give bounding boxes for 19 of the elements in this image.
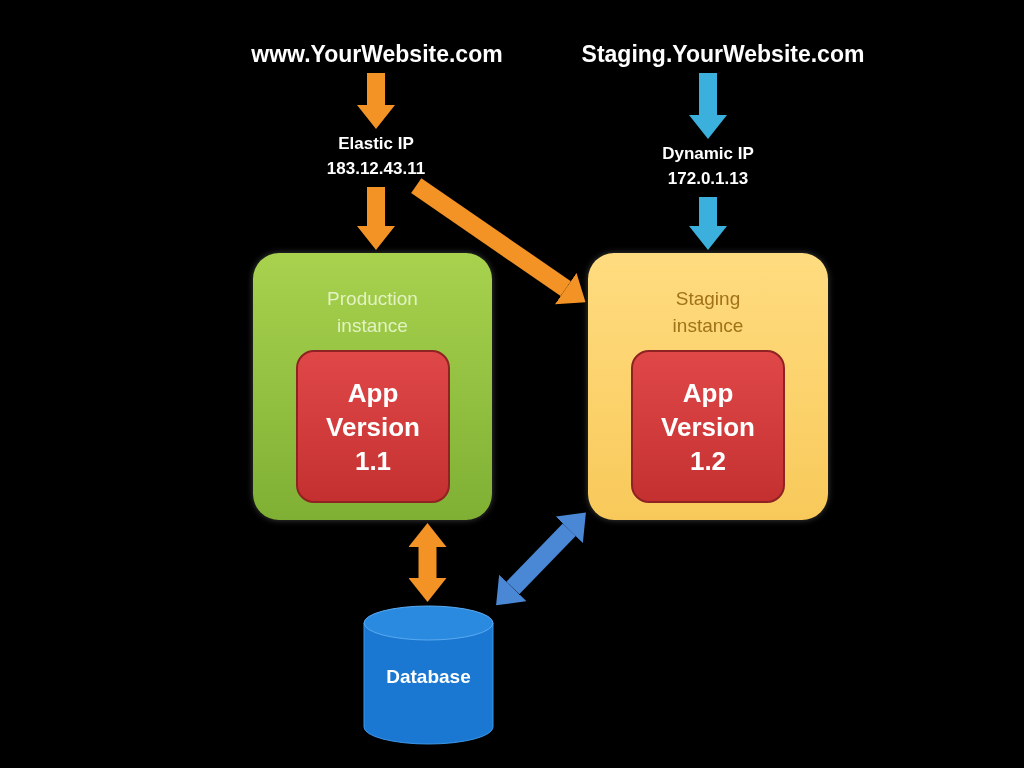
arrow bbox=[689, 197, 727, 250]
instance-box bbox=[253, 253, 492, 520]
arrow bbox=[496, 512, 586, 606]
app-box: App Version 1.2 bbox=[631, 350, 785, 503]
url-label: www.YourWebsite.com bbox=[232, 38, 522, 70]
database-cylinder bbox=[363, 605, 494, 745]
url-label: Staging.YourWebsite.com bbox=[560, 38, 886, 70]
instance-box bbox=[588, 253, 828, 520]
instance-heading: Production instance bbox=[326, 287, 419, 338]
arrow bbox=[357, 73, 395, 129]
arrow bbox=[411, 178, 586, 305]
arrow bbox=[408, 523, 447, 602]
arrow bbox=[689, 73, 727, 139]
arrow bbox=[357, 187, 395, 250]
instance-heading: Staging instance bbox=[671, 287, 745, 338]
ip-label: Elastic IP 183.12.43.11 bbox=[306, 132, 446, 184]
ip-label: Dynamic IP 172.0.1.13 bbox=[646, 142, 770, 194]
app-box: App Version 1.1 bbox=[296, 350, 450, 503]
node-label: Database bbox=[385, 665, 472, 689]
